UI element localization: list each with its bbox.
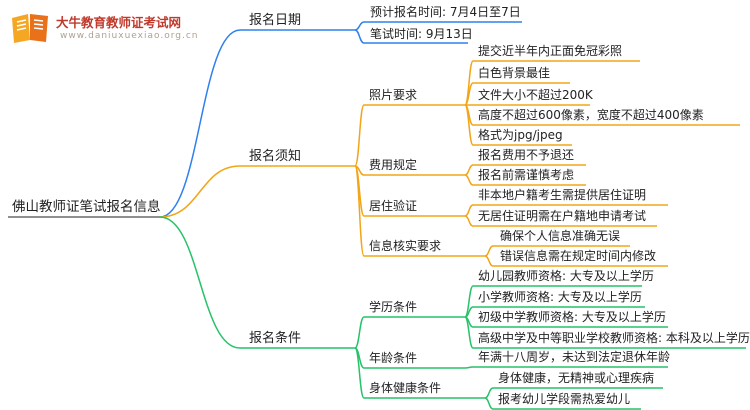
node-education-conditions: 学历条件 bbox=[369, 300, 418, 314]
link-root-notice bbox=[159, 165, 241, 218]
link-residence-leaf-2 bbox=[464, 215, 474, 227]
node-fee-rules: 费用规定 bbox=[369, 158, 418, 172]
node-photo-requirements: 照片要求 bbox=[369, 88, 418, 102]
node-health-conditions: 身体健康条件 bbox=[369, 381, 442, 395]
link-age-leaf-1 bbox=[464, 366, 474, 369]
node-info-verification: 信息核实要求 bbox=[369, 239, 442, 253]
book-logo-icon bbox=[12, 14, 48, 43]
node-residence-verification: 居住验证 bbox=[369, 199, 418, 213]
leaf-photo-3: 文件大小不超过200K bbox=[478, 88, 593, 102]
link-education-leaf-4 bbox=[464, 316, 474, 349]
link-conditions-health bbox=[354, 347, 365, 399]
leaf-education-1: 幼儿园教师资格: 大专及以上学历 bbox=[478, 269, 654, 283]
leaf-education-2: 小学教师资格: 大专及以上学历 bbox=[478, 290, 642, 304]
leaf-fee-1: 报名费用不予退还 bbox=[478, 148, 575, 162]
link-fee-leaf-2 bbox=[464, 174, 474, 186]
link-fee-leaf-1 bbox=[464, 164, 474, 176]
leaf-residence-1: 非本地户籍考生需提供居住证明 bbox=[478, 188, 647, 202]
leaf-info-2: 错误信息需在规定时间内修改 bbox=[500, 249, 657, 263]
logo-title: 大牛教育教师证考试网 bbox=[56, 15, 182, 30]
node-age-conditions: 年龄条件 bbox=[369, 351, 418, 365]
leaf-photo-1: 提交近半年内正面免冠彩照 bbox=[478, 44, 623, 58]
leaf-residence-2: 无居住证明需在户籍地申请考试 bbox=[478, 209, 647, 223]
leaf-info-1: 确保个人信息准确无误 bbox=[500, 229, 621, 243]
leaf-registration-time: 预计报名时间: 7月4日至7日 bbox=[370, 5, 521, 19]
leaf-photo-5: 格式为jpg/jpeg bbox=[478, 128, 563, 142]
site-logo[interactable]: 大牛教育教师证考试网 www.daniuxuexiao.org.cn bbox=[4, 8, 234, 48]
branch-registration-date: 报名日期 bbox=[249, 13, 302, 28]
branch-registration-notice: 报名须知 bbox=[249, 149, 302, 164]
link-root-date bbox=[159, 29, 241, 218]
leaf-health-2: 报考幼儿学段需热爱幼儿 bbox=[498, 392, 631, 406]
branch-registration-conditions: 报名条件 bbox=[249, 331, 302, 346]
link-notice-info bbox=[354, 165, 365, 257]
link-notice-photo bbox=[354, 104, 365, 167]
link-conditions-education bbox=[354, 316, 365, 349]
link-health-leaf-2 bbox=[484, 397, 494, 410]
logo-url: www.daniuxuexiao.org.cn bbox=[60, 31, 199, 41]
leaf-age-1: 年满十八周岁，未达到法定退休年龄 bbox=[478, 350, 671, 364]
link-residence-leaf-1 bbox=[464, 204, 474, 217]
link-date-leaf-1 bbox=[354, 21, 365, 31]
link-photo-leaf-5 bbox=[464, 104, 474, 146]
leaf-photo-4: 高度不超过600像素，宽度不超过400像素 bbox=[478, 108, 704, 122]
leaf-exam-time: 笔试时间: 9月13日 bbox=[370, 27, 473, 41]
link-date-leaf-2 bbox=[354, 29, 365, 44]
root-node: 佛山教师证笔试报名信息 bbox=[12, 199, 161, 215]
link-info-leaf-1 bbox=[484, 245, 494, 257]
link-root-conditions bbox=[159, 216, 241, 349]
leaf-education-3: 初级中学教师资格: 大专及以上学历 bbox=[478, 310, 666, 324]
link-health-leaf-1 bbox=[484, 387, 494, 399]
leaf-photo-2: 白色背景最佳 bbox=[478, 66, 551, 80]
leaf-education-4: 高级中学及中等职业学校教师资格: 本科及以上学历 bbox=[478, 331, 750, 345]
link-info-leaf-2 bbox=[484, 255, 494, 267]
leaf-health-1: 身体健康，无精神或心理疾病 bbox=[498, 371, 655, 385]
leaf-fee-2: 报名前需谨慎考虑 bbox=[478, 168, 575, 182]
